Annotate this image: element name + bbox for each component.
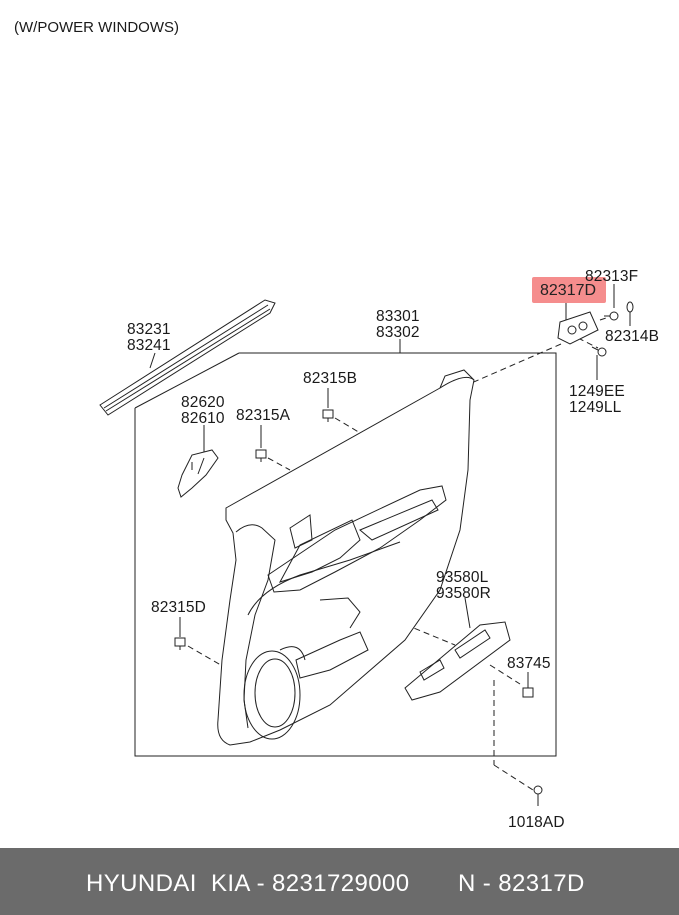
part-label-82315B[interactable]: 82315B (303, 370, 358, 387)
screw-1249EE (591, 346, 607, 357)
screw-82313F (604, 311, 619, 321)
footer-reference: N - 82317D (458, 870, 585, 897)
part-label-82314B[interactable]: 82314B (605, 328, 660, 345)
part-label-82317D[interactable]: 82317D (540, 282, 597, 299)
part-label-1249EE[interactable]: 1249EE (569, 383, 625, 400)
highlight-box (532, 277, 606, 303)
footer-bar: HYUNDAI KIA - 8231729000 N - 82317D (0, 848, 679, 915)
part-label-82620[interactable]: 82620 (181, 394, 225, 411)
clip-82315A (255, 449, 267, 462)
switch-cover (557, 311, 599, 345)
part-label-82315D[interactable]: 82315D (151, 599, 206, 616)
inner-handle (177, 449, 219, 498)
part-label-1018AD[interactable]: 1018AD (508, 814, 565, 831)
part-label-82315A[interactable]: 82315A (236, 407, 291, 424)
clip-83745 (522, 687, 534, 698)
frame-diagonal (134, 352, 240, 409)
part-label-83745[interactable]: 83745 (507, 655, 551, 672)
diagram-drawing (99, 284, 634, 806)
screw-1018AD (533, 785, 543, 806)
parts-diagram: (W/POWER WINDOWS) (14, 19, 660, 831)
part-label-82610[interactable]: 82610 (181, 410, 225, 427)
clip-82315B (322, 409, 334, 422)
part-label-83241[interactable]: 83241 (127, 337, 171, 354)
clip-82315D (174, 637, 186, 650)
window-switch (404, 621, 511, 701)
part-label-93580R[interactable]: 93580R (436, 585, 491, 602)
weatherstrip (99, 299, 276, 416)
nut-82314B (626, 301, 634, 313)
part-label-83231[interactable]: 83231 (127, 321, 171, 338)
door-trim-panel (217, 369, 475, 746)
footer-part-number: HYUNDAI KIA - 8231729000 (86, 870, 410, 897)
diagram-caption: (W/POWER WINDOWS) (14, 19, 179, 36)
part-label-83301[interactable]: 83301 (376, 308, 420, 325)
part-label-1249LL[interactable]: 1249LL (569, 399, 622, 416)
assembly-frame (134, 352, 557, 757)
part-label-83302[interactable]: 83302 (376, 324, 420, 341)
part-label-93580L[interactable]: 93580L (436, 569, 489, 586)
part-label-82313F[interactable]: 82313F (585, 268, 639, 285)
